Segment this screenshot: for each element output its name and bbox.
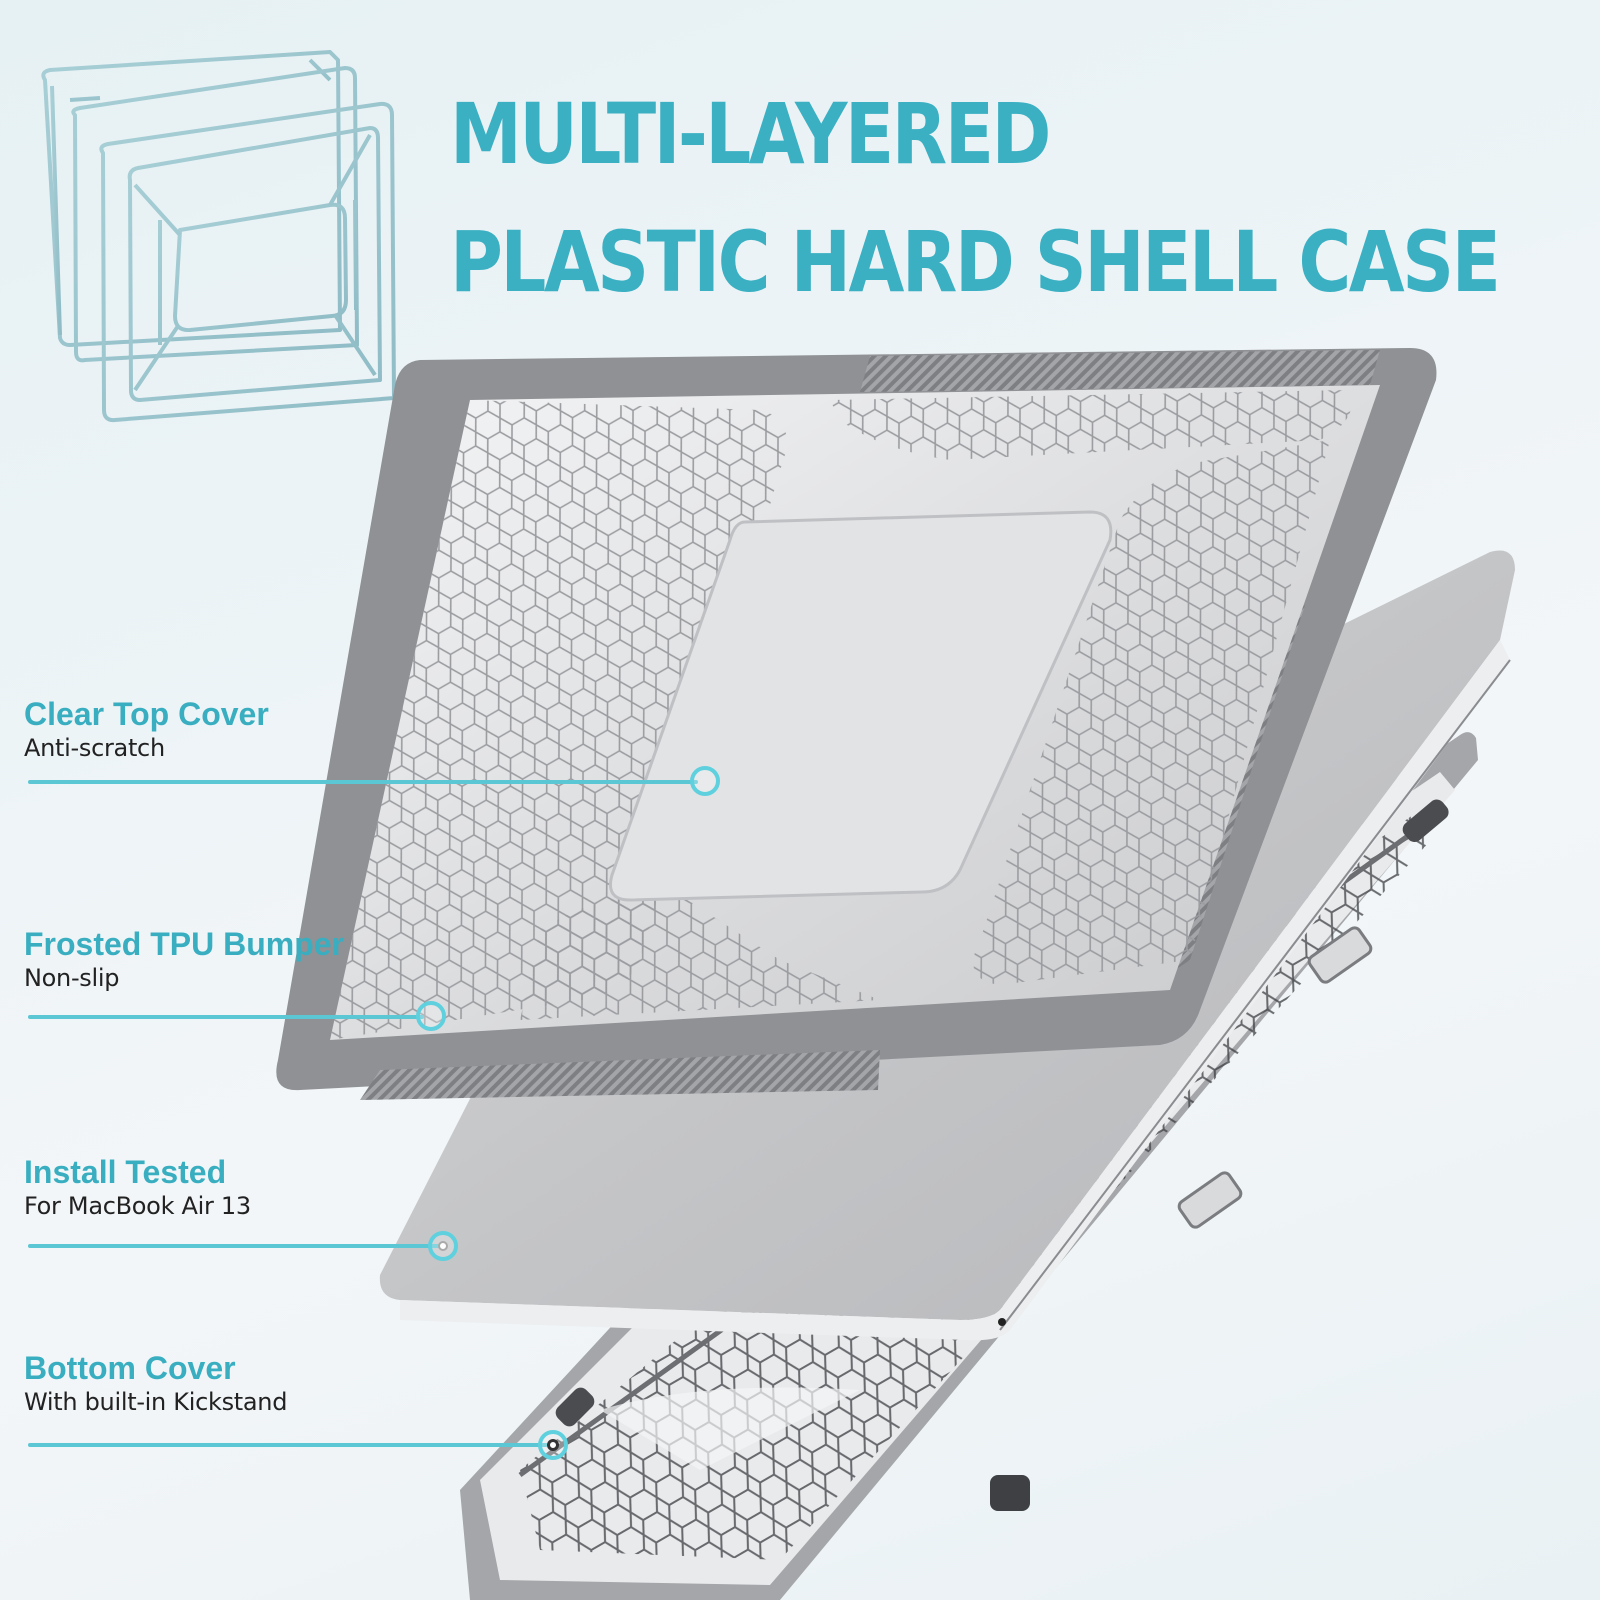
callout-install-tested: Install Tested For MacBook Air 13 xyxy=(24,1156,251,1218)
hotspot-marker xyxy=(538,1430,568,1460)
headline-line-2: PLASTIC HARD SHELL CASE xyxy=(450,213,1501,311)
callout-title: Install Tested xyxy=(24,1154,227,1190)
hotspot-marker xyxy=(690,766,720,796)
callout-subtitle: With built-in Kickstand xyxy=(24,1388,288,1416)
callout-subtitle: For MacBook Air 13 xyxy=(24,1192,251,1220)
headline-line-1: MULTI-LAYERED xyxy=(450,85,1051,183)
headline: MULTI-LAYERED PLASTIC HARD SHELL CASE xyxy=(450,85,1501,311)
hotspot-marker xyxy=(416,1001,446,1031)
callout-subtitle: Non-slip xyxy=(24,964,120,992)
leader-line xyxy=(28,780,698,784)
leader-line xyxy=(28,1015,424,1019)
callout-title: Clear Top Cover xyxy=(24,696,269,732)
hotspot-marker xyxy=(428,1231,458,1261)
callout-clear-top-cover: Clear Top Cover Anti-scratch xyxy=(24,698,269,760)
leader-line xyxy=(28,1244,440,1248)
callout-title: Bottom Cover xyxy=(24,1350,236,1386)
callout-frosted-tpu-bumper: Frosted TPU Bumper Non-slip xyxy=(24,928,344,990)
callout-bottom-cover: Bottom Cover With built-in Kickstand xyxy=(24,1352,287,1414)
callout-title: Frosted TPU Bumper xyxy=(24,926,345,962)
callout-subtitle: Anti-scratch xyxy=(24,734,165,762)
exploded-layers-outline-icon xyxy=(41,50,396,423)
top-cover-render xyxy=(276,348,1437,1100)
leader-line xyxy=(28,1443,548,1447)
